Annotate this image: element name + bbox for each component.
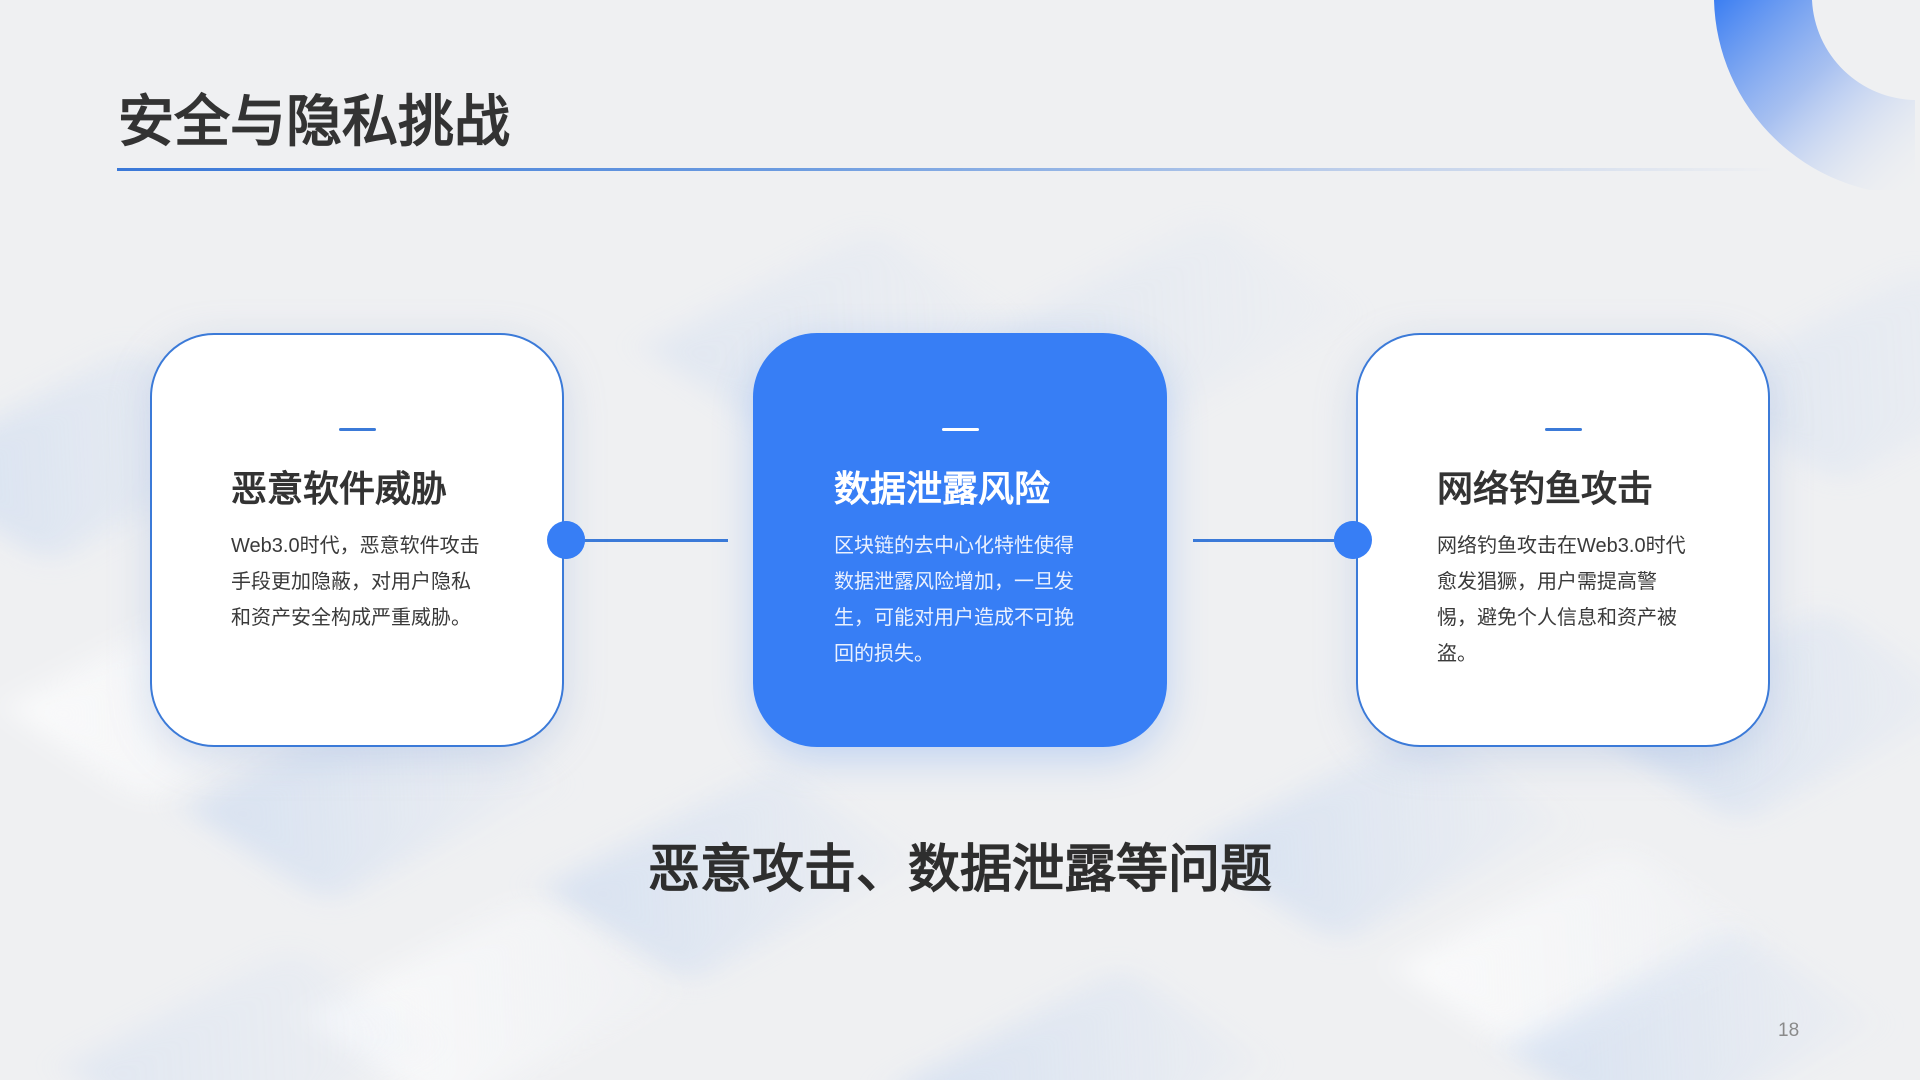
card-dash-icon	[339, 428, 376, 431]
corner-arc-decoration	[1714, 0, 1915, 190]
connector-dot-left-top	[547, 521, 585, 559]
card-dash-icon	[942, 428, 979, 431]
connector-line-left	[566, 539, 728, 542]
card-body: 区块链的去中心化特性使得数据泄露风险增加，一旦发生，可能对用户造成不可挽回的损失…	[834, 535, 1074, 665]
page-number: 18	[1778, 1020, 1800, 1041]
card-dash-icon	[1545, 428, 1582, 431]
title-underline	[117, 168, 1777, 171]
page-title: 安全与隐私挑战	[118, 90, 510, 153]
card-data-leak-risk: 数据泄露风险 区块链的去中心化特性使得数据泄露风险增加，一旦发生，可能对用户造成…	[753, 333, 1167, 747]
card-title: 网络钓鱼攻击	[1437, 468, 1654, 509]
card-title: 数据泄露风险	[834, 468, 1051, 509]
card-phishing-attack: 网络钓鱼攻击 网络钓鱼攻击在Web3.0时代愈发猖獗，用户需提高警惕，避免个人信…	[1356, 333, 1770, 747]
card-body: 网络钓鱼攻击在Web3.0时代愈发猖獗，用户需提高警惕，避免个人信息和资产被盗。	[1437, 535, 1686, 665]
card-malware-threat: 恶意软件威胁 Web3.0时代，恶意软件攻击手段更加隐蔽，对用户隐私和资产安全构…	[150, 333, 564, 747]
summary-statement: 恶意攻击、数据泄露等问题	[647, 841, 1272, 899]
connector-line-right	[1193, 539, 1353, 542]
connector-dot-right-top	[1334, 521, 1372, 559]
card-title: 恶意软件威胁	[231, 468, 448, 509]
card-body: Web3.0时代，恶意软件攻击手段更加隐蔽，对用户隐私和资产安全构成严重威胁。	[231, 535, 480, 629]
